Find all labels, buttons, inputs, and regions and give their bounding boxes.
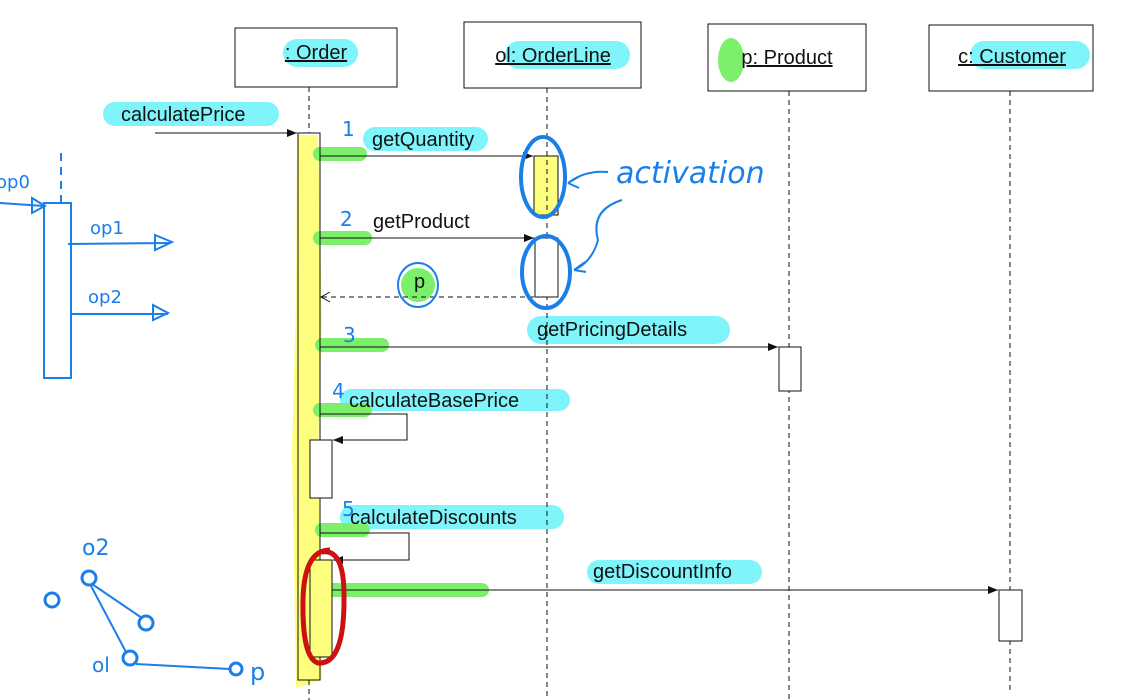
- sketch-op1: op1: [90, 218, 124, 239]
- message-getquantity: getQuantity: [372, 129, 474, 151]
- message-calculateprice: calculatePrice: [121, 104, 246, 126]
- sketch-ol: ol: [92, 653, 110, 677]
- participant-order[interactable]: : Order: [234, 27, 398, 88]
- message-arrows: [155, 129, 998, 594]
- green-highlight-return: [401, 268, 435, 302]
- participant-customer[interactable]: c: Customer: [928, 24, 1094, 92]
- participant-orderline[interactable]: ol: OrderLine: [463, 21, 642, 89]
- svg-text:1: 1: [342, 117, 355, 141]
- sketch-object-graph: [43, 569, 244, 677]
- svg-text:ol: OrderLine: ol: OrderLine: [495, 45, 611, 67]
- sketch-p: p: [250, 658, 265, 686]
- svg-text:5: 5: [342, 497, 355, 521]
- message-getpricingdetails: getPricingDetails: [537, 319, 687, 341]
- message-return-p: p: [414, 271, 425, 293]
- activations: [297, 132, 1023, 681]
- cyan-highlights: [103, 39, 1090, 584]
- message-getproduct: getProduct: [373, 211, 470, 233]
- activation-circles: [519, 135, 572, 310]
- sketch-o2: o2: [82, 536, 109, 561]
- activation-annotation: activation: [616, 156, 765, 191]
- red-circle-annotation: [300, 547, 347, 666]
- svg-text:c: Customer: c: Customer: [958, 46, 1066, 68]
- step-numbers: 1 2 3 4 5: [332, 117, 356, 521]
- svg-text:2: 2: [340, 207, 353, 231]
- message-calculatediscounts: calculateDiscounts: [350, 507, 517, 529]
- svg-text:: Order: : Order: [285, 42, 348, 64]
- yellow-highlight: [292, 135, 322, 688]
- participant-product[interactable]: p: Product: [707, 23, 867, 92]
- yellow-highlight-activation: [534, 156, 558, 215]
- sketch-op2: op2: [88, 287, 122, 308]
- svg-text:4: 4: [332, 379, 345, 403]
- green-highlight-p: [718, 38, 744, 82]
- sketch-sequence: [0, 153, 175, 379]
- svg-text:3: 3: [343, 323, 356, 347]
- svg-text:p: Product: p: Product: [741, 47, 833, 69]
- message-calculatebaseprice: calculateBasePrice: [349, 390, 519, 412]
- message-getdiscountinfo: getDiscountInfo: [593, 561, 732, 583]
- activation-pointers: [397, 170, 623, 308]
- sketch-op0: op0: [0, 172, 30, 193]
